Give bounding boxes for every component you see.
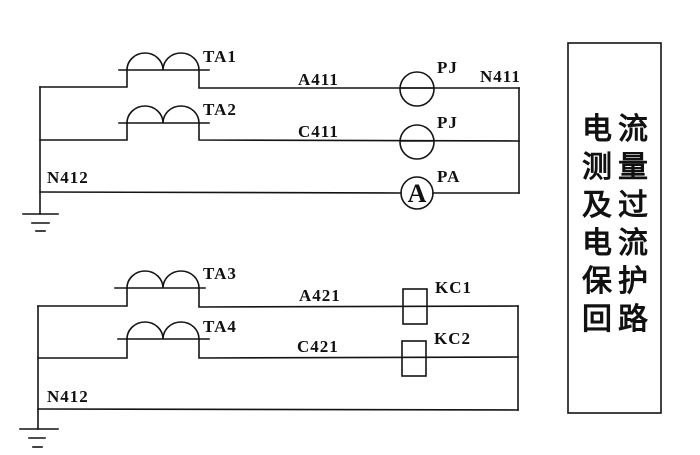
phase-a-left-wire (39, 69, 128, 88)
title-char: 护 (618, 264, 648, 299)
protection-circuit: TA3 TA4 A421 C421 KC1 KC2 N412 (19, 264, 519, 448)
phase-a-left-wire (37, 287, 128, 307)
title-box-frame (567, 42, 662, 414)
meter-pj2-label: PJ (437, 113, 458, 132)
meter-pj1-icon (399, 71, 435, 107)
ct-ta2-label: TA2 (203, 100, 237, 119)
title-char: 过 (618, 188, 648, 223)
ground-icon (19, 428, 59, 448)
title-char: 量 (618, 150, 648, 185)
relay-kc1-icon (402, 288, 428, 325)
ct-ta1-label: TA1 (203, 47, 237, 66)
meter-pj2-icon (399, 124, 435, 160)
current-transformer-ta4-icon (117, 321, 210, 340)
neutral-wire-left (39, 191, 402, 194)
wire-c411-label: C411 (298, 122, 339, 141)
phase-c-left-wire (39, 122, 128, 141)
neutral-n411-label: N411 (480, 67, 521, 86)
ct-ta4-label: TA4 (203, 317, 237, 336)
ammeter-pa-label: PA (437, 167, 460, 186)
title-char: 回 (582, 302, 612, 337)
wire-a421-label: A421 (299, 286, 341, 305)
title-char: 及 (582, 188, 612, 223)
title-right-column: 流 量 过 流 护 路 (618, 112, 649, 337)
ct-ta3-label: TA3 (203, 264, 237, 283)
ground-icon (22, 213, 59, 232)
title-char: 测 (582, 150, 612, 185)
current-transformer-ta3-icon (114, 270, 206, 289)
wire-c421-label: C421 (297, 337, 339, 356)
title-char: 路 (618, 302, 649, 337)
title-char: 流 (618, 112, 648, 147)
title-box: 电 测 及 电 保 回 流 量 过 流 护 路 (567, 42, 662, 414)
title-char: 电 (582, 226, 612, 261)
title-char: 保 (582, 264, 613, 299)
phase-c-wire (198, 338, 519, 359)
current-transformer-ta1-icon (118, 52, 210, 71)
wire-a411-label: A411 (298, 70, 339, 89)
neutral-n412-label: N412 (47, 168, 89, 187)
title-left-column: 电 测 及 电 保 回 (582, 112, 613, 337)
meter-pj1-label: PJ (437, 58, 458, 77)
neutral-n412-label: N412 (47, 387, 89, 406)
title-char: 流 (618, 226, 648, 261)
relay-kc1-label: KC1 (435, 278, 472, 297)
current-transformer-ta2-icon (118, 105, 210, 124)
ammeter-symbol: A (408, 179, 427, 208)
measurement-circuit: A TA1 TA2 A411 C411 PJ PJ PA N411 N412 (22, 47, 521, 232)
neutral-wire (37, 408, 519, 411)
relay-kc2-icon (401, 340, 427, 377)
phase-c-left-wire (37, 338, 128, 359)
relay-kc2-label: KC2 (434, 329, 471, 348)
phase-a-wire (198, 287, 519, 308)
title-char: 电 (582, 112, 612, 147)
